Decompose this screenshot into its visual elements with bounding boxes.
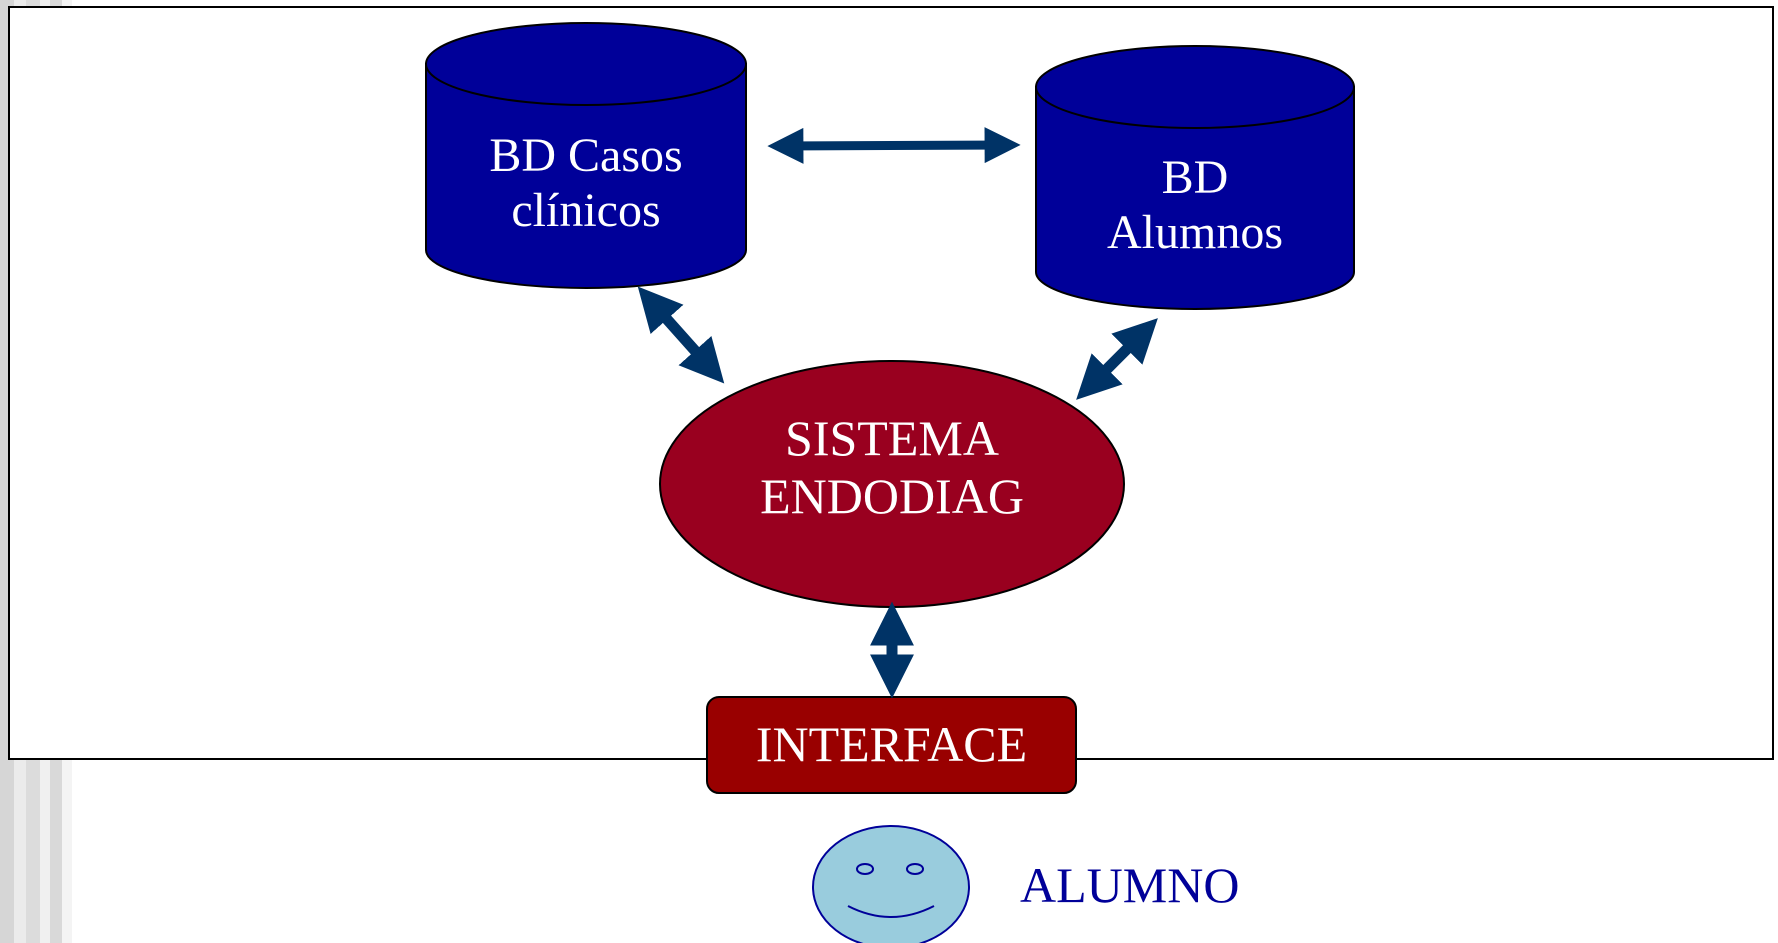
arrow-db-cases-to-system [637,286,725,384]
db-cases-cylinder [425,22,747,289]
db-students-label: BD Alumnos [1075,150,1315,260]
system-label: SISTEMA ENDODIAG [722,410,1062,525]
db-students-label-line2: Alumnos [1106,206,1283,260]
db-cases-label-line1: BD Casos [489,129,683,182]
system-label-line1: SISTEMA [785,410,999,466]
db-students-cylinder [1035,45,1355,310]
user-label: ALUMNO [1020,857,1240,913]
db-students-label-line1: BD [1161,151,1229,204]
arrow-db-students-to-system [1076,318,1158,400]
system-label-line2: ENDODIAG [760,467,1024,524]
interface-label: INTERFACE [755,716,1028,772]
arrow-db-cases-to-db-students [767,127,1021,164]
db-cases-label-line2: clínicos [511,184,661,238]
student-face-icon [812,825,970,943]
db-cases-label: BD Casos clínicos [466,128,706,238]
